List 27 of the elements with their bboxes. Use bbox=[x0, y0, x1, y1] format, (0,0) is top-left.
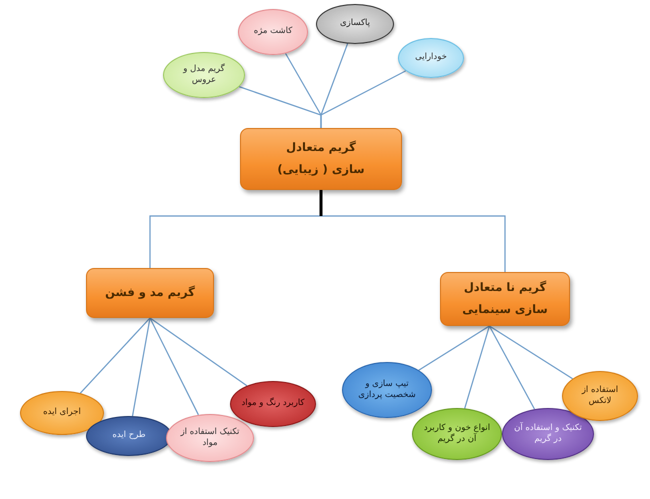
process-box: گریم مد و فشن bbox=[86, 268, 214, 318]
connector-line bbox=[150, 318, 248, 386]
connector-line bbox=[321, 215, 506, 272]
connector-line bbox=[320, 70, 406, 128]
process-box: گریم متعادل سازی ( زیبایی) bbox=[240, 128, 402, 190]
topic-ellipse: اجرای ایده bbox=[20, 391, 104, 435]
connector-line bbox=[149, 215, 321, 268]
topic-ellipse: استفاده از لاتکس bbox=[562, 371, 638, 421]
topic-ellipse: تیپ سازی و شخصیت پردازی bbox=[342, 362, 432, 418]
connector-line bbox=[418, 326, 490, 371]
topic-ellipse: پاکسازی bbox=[316, 4, 394, 44]
topic-ellipse: تکنیک و استفاده آن در گریم bbox=[502, 408, 594, 460]
connector-line bbox=[464, 326, 490, 409]
process-box: گریم نا متعادل سازی سینمایی bbox=[440, 272, 570, 326]
connector-line bbox=[149, 318, 199, 416]
connector-line bbox=[489, 326, 573, 380]
topic-ellipse: انواع خون و کاربرد آن در گریم bbox=[412, 408, 502, 460]
connector-line bbox=[80, 318, 150, 394]
topic-ellipse: کاربرد رنگ و مواد bbox=[230, 381, 316, 427]
connector-line bbox=[132, 318, 151, 416]
topic-ellipse: گریم مدل و عروس bbox=[163, 52, 245, 98]
connector-line bbox=[488, 326, 536, 410]
topic-ellipse: خودارایی bbox=[398, 38, 464, 78]
topic-ellipse: طرح ایده bbox=[86, 416, 172, 456]
topic-ellipse: تکنیک استفاده از مواد bbox=[166, 414, 254, 462]
topic-ellipse: کاشت مژه bbox=[238, 9, 308, 55]
trunk-line bbox=[320, 190, 322, 216]
